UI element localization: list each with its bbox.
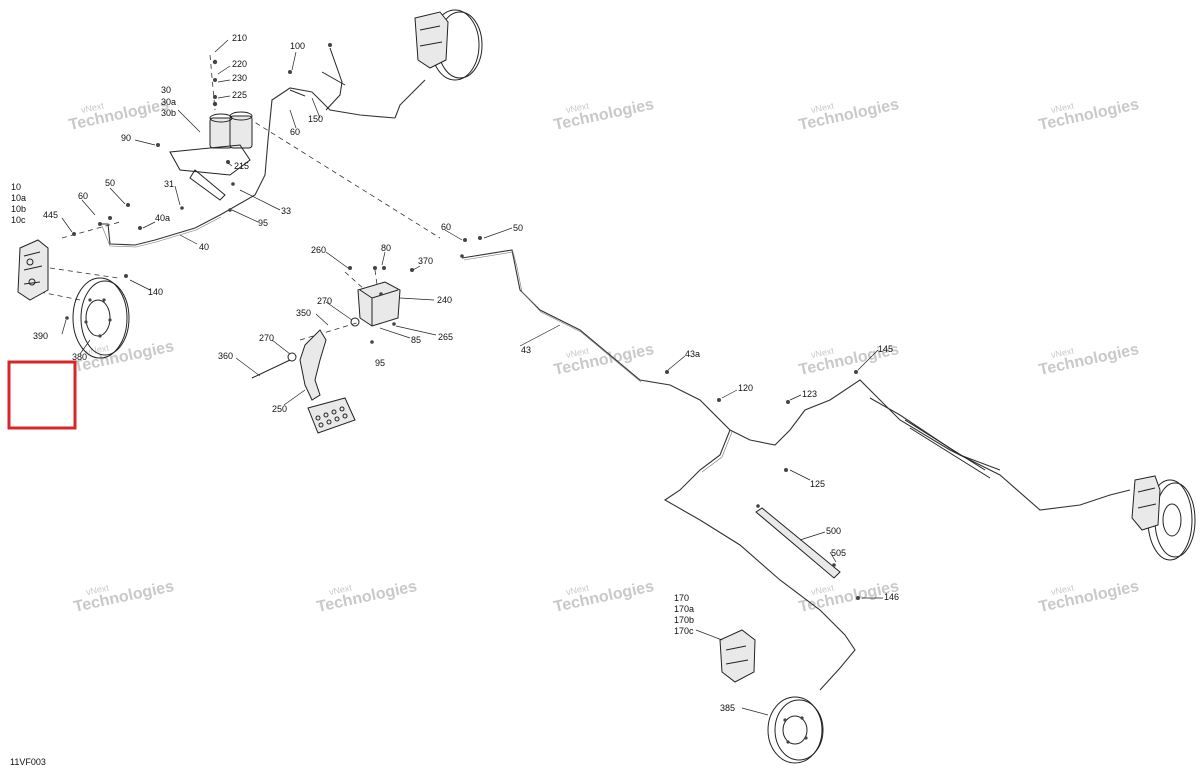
watermark: Technologies vNext — [67, 96, 170, 134]
watermark: Technologies vNext — [1037, 96, 1140, 134]
watermark-brand: vNext — [810, 345, 835, 360]
watermark: Technologies vNext — [1037, 578, 1140, 616]
callout-label: 30a — [161, 97, 176, 107]
callout-label: 250 — [272, 404, 287, 414]
watermark-brand: vNext — [328, 582, 353, 597]
reservoir-right — [229, 115, 253, 149]
rear-right-brake-assembly — [1131, 475, 1196, 561]
callout-label: 60 — [290, 127, 300, 137]
watermark: Technologies vNext — [797, 96, 900, 134]
watermark-brand: vNext — [565, 582, 590, 597]
callout-label: 40a — [155, 213, 170, 223]
callout-label: 50 — [105, 178, 115, 188]
callout-label: 505 — [831, 548, 846, 558]
front-right-brake-assembly — [321, 9, 483, 111]
rear-left-brake-assembly — [719, 629, 824, 764]
front-brake-lines — [98, 70, 426, 278]
watermark: Technologies vNext — [1037, 341, 1140, 379]
callout-label: 380 — [72, 352, 87, 362]
watermark: Technologies vNext — [552, 578, 655, 616]
callout-label: 370 — [418, 256, 433, 266]
watermark-brand: vNext — [565, 100, 590, 115]
callout-label: 100 — [290, 41, 305, 51]
callout-label: 170b — [674, 615, 694, 625]
callout-label: 125 — [810, 479, 825, 489]
callout-label: 150 — [308, 114, 323, 124]
watermark-brand: vNext — [810, 582, 835, 597]
callout-label: 33 — [281, 206, 291, 216]
front-left-brake-disc — [65, 277, 130, 359]
callout-label: 146 — [884, 592, 899, 602]
watermark-brand: vNext — [85, 582, 110, 597]
callout-label: 210 — [232, 33, 247, 43]
callout-label: 120 — [738, 383, 753, 393]
master-cylinder-assembly — [156, 59, 253, 201]
callout-label: 445 — [43, 210, 58, 220]
callout-label: 95 — [375, 358, 385, 368]
watermark-brand: vNext — [1050, 100, 1075, 115]
callout-label: 270 — [317, 296, 332, 306]
assembly-guide-lines — [39, 54, 441, 341]
selection-highlight-box[interactable] — [7, 360, 77, 430]
callout-label: 230 — [232, 73, 247, 83]
watermark: Technologies vNext — [315, 578, 418, 616]
watermark: Technologies vNext — [552, 96, 655, 134]
brake-pedal-assembly — [251, 266, 414, 434]
callout-label: 85 — [411, 335, 421, 345]
watermark-brand: vNext — [810, 100, 835, 115]
callout-label: 40 — [199, 242, 209, 252]
callout-label: 80 — [381, 243, 391, 253]
callout-label: 360 — [218, 351, 233, 361]
callout-label: 10a — [11, 193, 26, 203]
callout-label: 95 — [258, 218, 268, 228]
callout-label: 10 — [11, 182, 21, 192]
watermark-brand: vNext — [80, 100, 105, 115]
callout-label: 90 — [121, 133, 131, 143]
callout-label: 10c — [11, 215, 26, 225]
callout-label: 50 — [513, 223, 523, 233]
callout-label: 170c — [674, 626, 694, 636]
callout-label: 170a — [674, 604, 694, 614]
callout-label: 385 — [720, 703, 735, 713]
callout-label: 30 — [161, 85, 171, 95]
diagram-id-label: 11VF003 — [10, 757, 46, 767]
callout-label: 215 — [234, 161, 249, 171]
callout-label: 500 — [826, 526, 841, 536]
callout-label: 60 — [441, 222, 451, 232]
callout-label: 220 — [232, 59, 247, 69]
watermark-brand: vNext — [85, 342, 110, 357]
watermark: Technologies vNext — [797, 341, 900, 379]
callout-label: 60 — [78, 191, 88, 201]
pedal-pad-grip — [315, 406, 348, 428]
watermark-brand: vNext — [565, 345, 590, 360]
callout-label: 140 — [148, 287, 163, 297]
watermark-brand: vNext — [1050, 345, 1075, 360]
callout-label: 270 — [259, 333, 274, 343]
callout-label: 260 — [311, 245, 326, 255]
front-left-caliper — [17, 232, 76, 301]
callout-label: 145 — [878, 344, 893, 354]
callout-label: 10b — [11, 204, 26, 214]
callout-labels: 210 220 230 225 30 30a 30b 90 215 31 33 … — [11, 33, 899, 713]
callout-leaders — [61, 39, 883, 716]
callout-label: 30b — [161, 108, 176, 118]
callout-label: 390 — [33, 331, 48, 341]
callout-label: 265 — [438, 332, 453, 342]
callout-label: 170 — [674, 593, 689, 603]
callout-label: 43 — [521, 345, 531, 355]
callout-label: 225 — [232, 90, 247, 100]
line-bracket-500 — [755, 504, 841, 579]
watermark-brand: vNext — [1050, 582, 1075, 597]
callout-label: 123 — [802, 389, 817, 399]
watermark: Technologies vNext — [72, 578, 175, 616]
watermark: Technologies vNext — [552, 341, 655, 379]
callout-label: 350 — [296, 308, 311, 318]
rear-brake-lines — [460, 236, 1131, 691]
callout-label: 240 — [437, 295, 452, 305]
callout-label: 43a — [685, 349, 700, 359]
callout-label: 31 — [164, 179, 174, 189]
